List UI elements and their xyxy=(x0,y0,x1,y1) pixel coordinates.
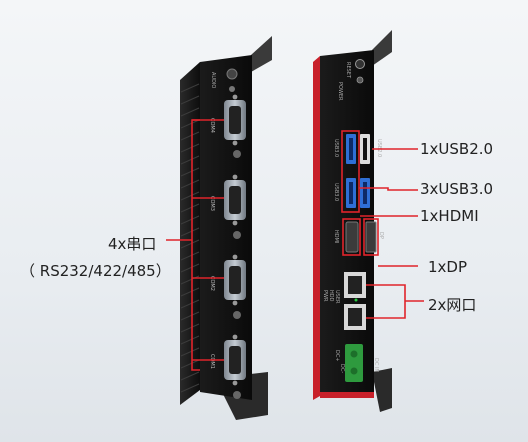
callout-serial: 4x串口 xyxy=(108,235,157,253)
callout-usb3: 3xUSB3.0 xyxy=(420,180,494,198)
db9-port-com1 xyxy=(224,334,246,386)
dc-plus-label: DC+ xyxy=(334,350,340,362)
mounting-bracket-top xyxy=(251,36,272,72)
com1-label: COM1 xyxy=(209,354,215,369)
hdmi-port xyxy=(345,221,359,253)
bottom-accent-strip xyxy=(320,392,374,398)
dc-terminal-block xyxy=(345,344,363,382)
callout-usb2: 1xUSB2.0 xyxy=(420,140,494,158)
usb3-label: USB3.0 xyxy=(333,183,339,201)
led-label-hdd: HDD xyxy=(328,290,334,302)
dc-in-label: DC IN xyxy=(373,358,379,372)
callout-serial-protocols: （ RS232/422/485） xyxy=(20,262,171,280)
dp-port xyxy=(365,221,377,253)
heatsink xyxy=(180,62,200,405)
red-accent-strip xyxy=(313,56,320,400)
usb3-label: USB3.0 xyxy=(333,139,339,157)
db9-port-com2 xyxy=(224,254,246,306)
left-device: AUDIO COM4 COM3 COM2 xyxy=(166,36,272,420)
mounting-bracket-bottom xyxy=(372,368,392,412)
mounting-bracket-top xyxy=(372,30,392,66)
db9-port-com3 xyxy=(224,174,246,226)
screw xyxy=(229,86,235,92)
right-device: POWER RESET USB2.0 USB3.0 USB3.0 HDMI DP… xyxy=(313,30,424,412)
hdmi-label: HDMI xyxy=(333,230,339,243)
usb2-label: USB2.0 xyxy=(376,139,382,157)
dc-minus-label: DC- xyxy=(339,364,345,373)
callout-dp: 1xDP xyxy=(428,258,468,276)
com4-label: COM4 xyxy=(209,118,215,133)
reset-button-icon xyxy=(356,76,364,84)
power-button-icon xyxy=(355,59,365,69)
right-callout-lines xyxy=(341,130,424,319)
serial-callout-frame xyxy=(166,119,224,371)
heatsink-fins xyxy=(180,83,200,393)
round-connector xyxy=(233,311,241,319)
com2-label: COM2 xyxy=(209,276,215,291)
audio-label: AUDIO xyxy=(210,72,216,88)
round-connector xyxy=(233,150,241,158)
dp-label: DP xyxy=(378,232,384,239)
round-connector xyxy=(233,231,241,239)
callout-lan: 2x网口 xyxy=(428,296,477,314)
power-label: POWER xyxy=(337,82,343,101)
callout-hdmi: 1xHDMI xyxy=(420,207,479,225)
com3-label: COM3 xyxy=(209,196,215,211)
led-label-user: USER xyxy=(334,290,340,304)
led-label-pwr: PWR xyxy=(322,290,328,302)
audio-jack xyxy=(226,68,238,80)
round-connector xyxy=(233,391,241,399)
db9-port-com4 xyxy=(224,94,246,146)
reset-label: RESET xyxy=(345,62,351,79)
